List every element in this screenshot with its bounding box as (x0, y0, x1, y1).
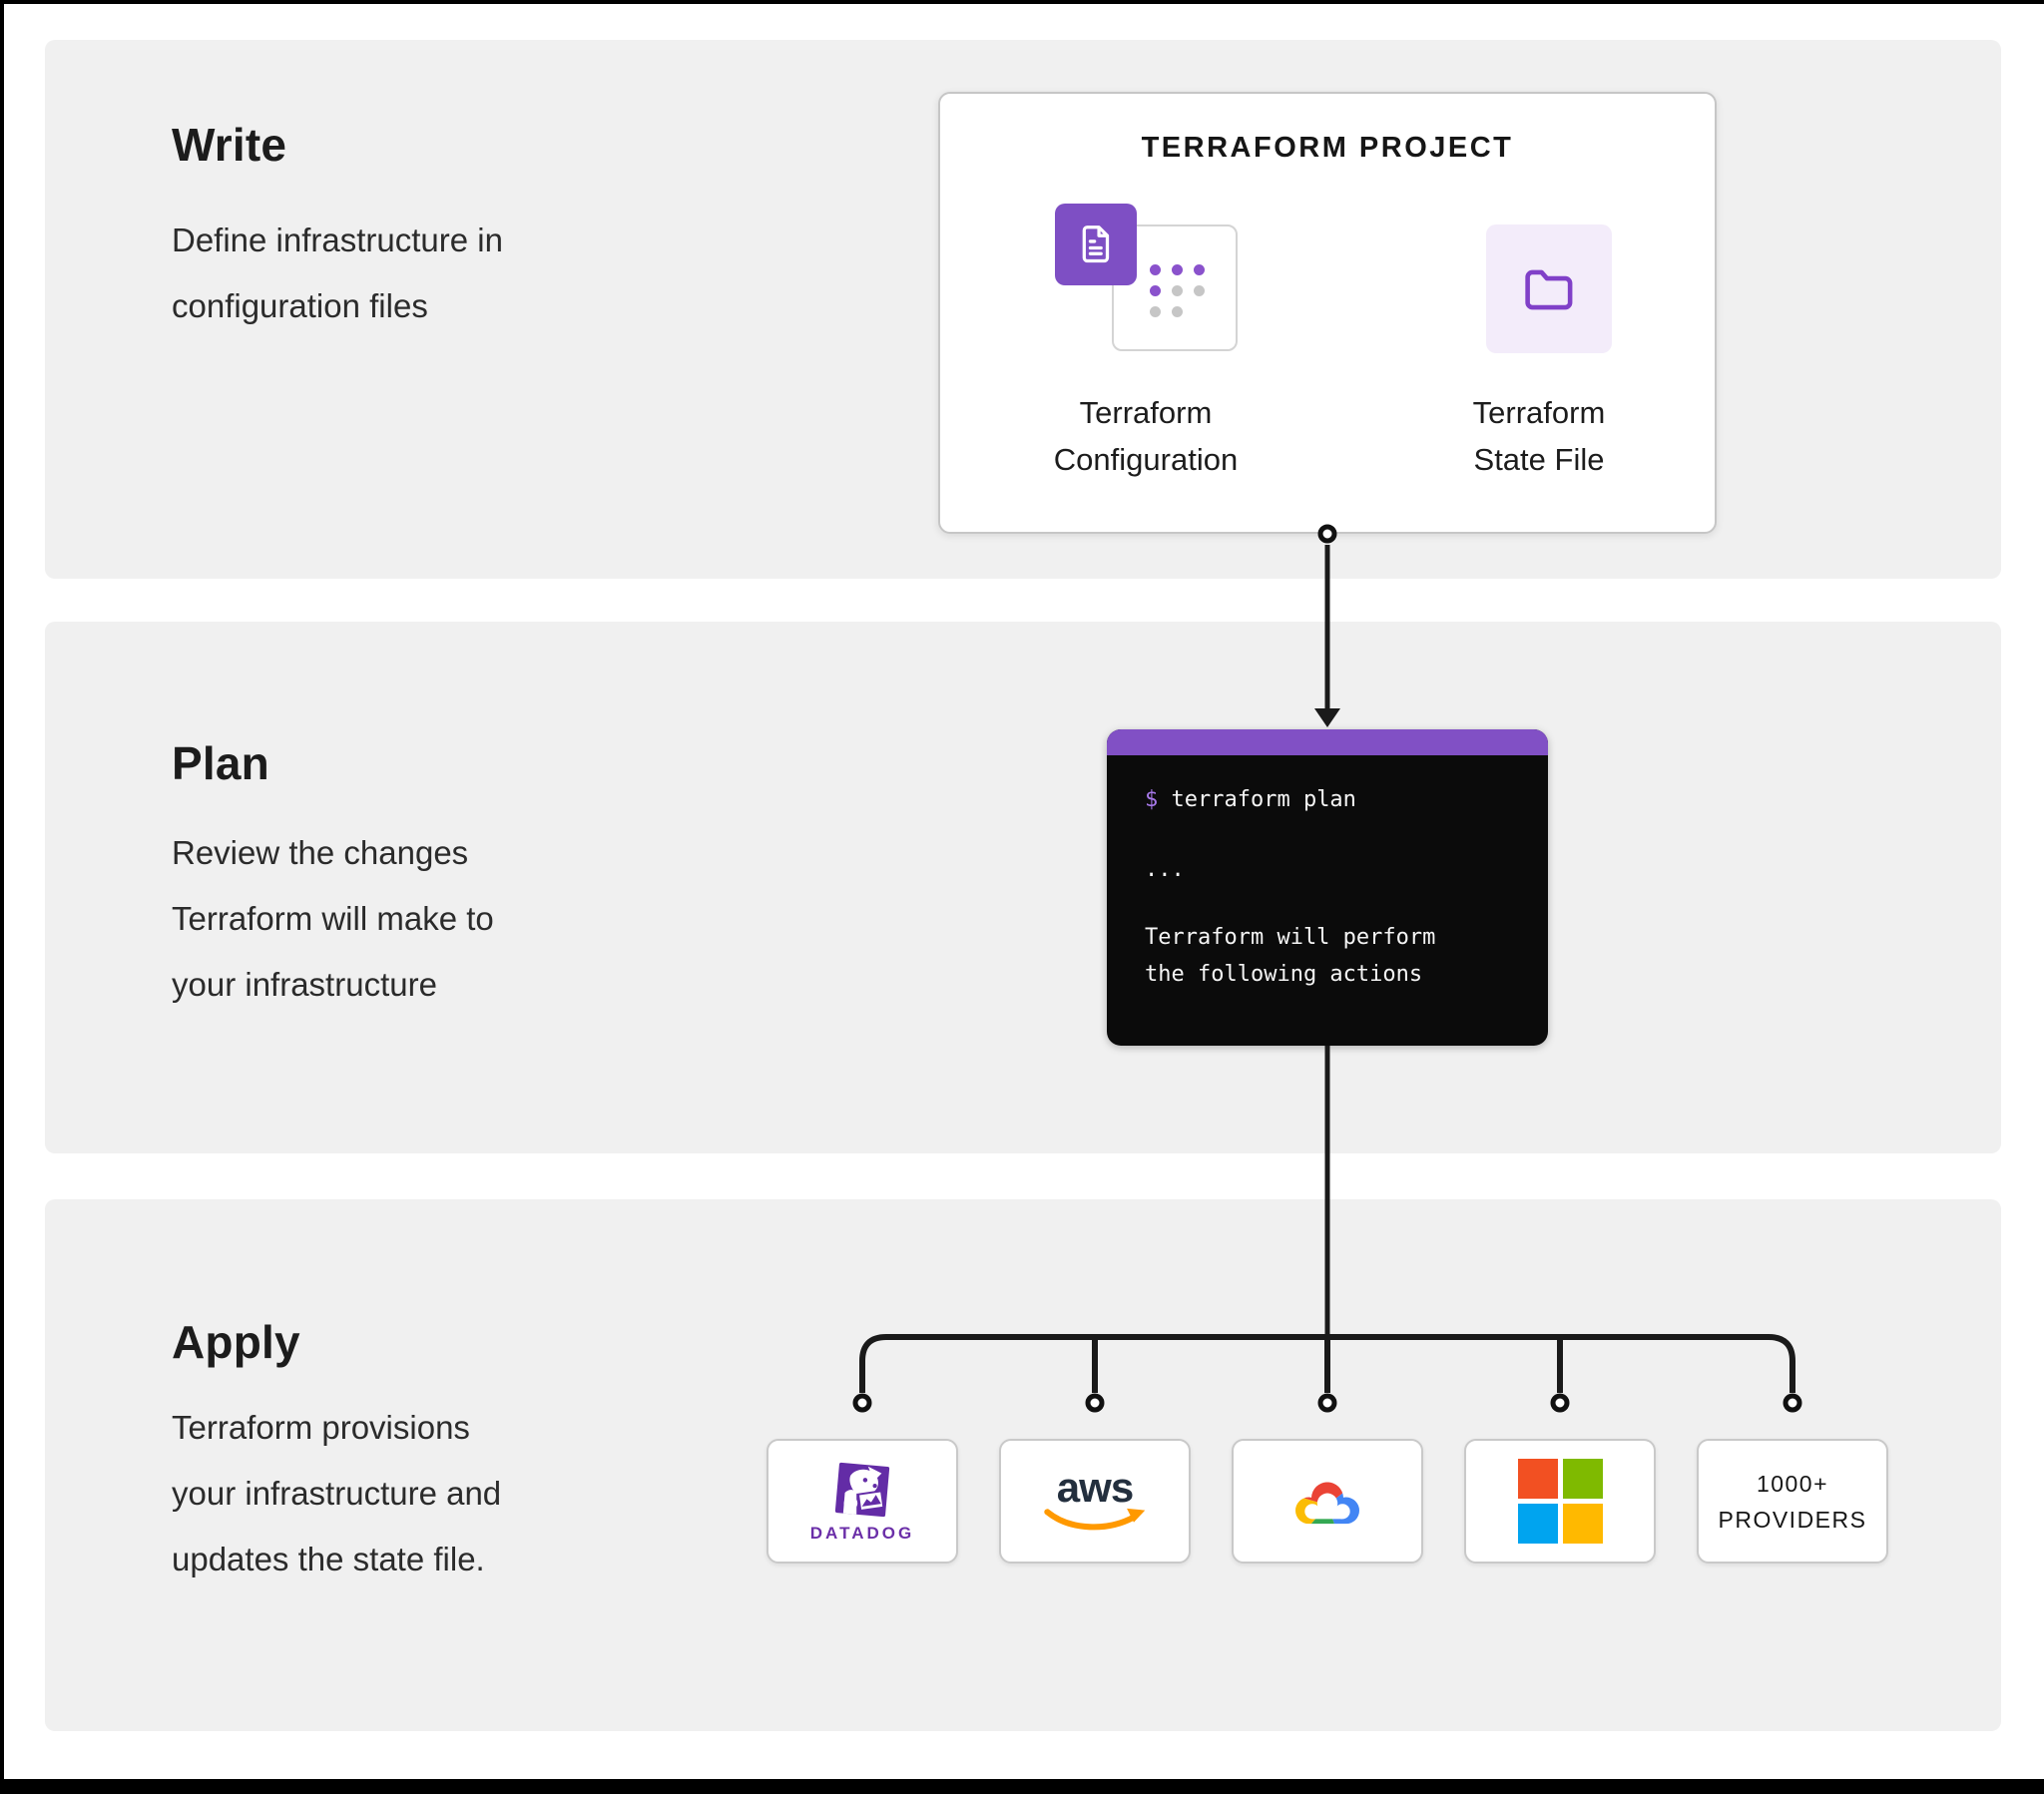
provider-card-microsoft (1464, 1439, 1656, 1564)
provider-card-aws: aws (999, 1439, 1191, 1564)
plan-description: Review the changes Terraform will make t… (172, 820, 494, 1018)
ms-square-yellow (1562, 1504, 1603, 1544)
grid-dot (1150, 306, 1161, 317)
configuration-label-line: Terraform (1079, 395, 1213, 430)
terminal-command-line: $ terraform plan (1145, 787, 1356, 812)
more-providers-count: 1000+ (1756, 1470, 1829, 1497)
ms-square-red (1517, 1459, 1558, 1499)
gcp-inner-cloud (1304, 1493, 1350, 1519)
project-card-title: TERRAFORM PROJECT (1141, 132, 1514, 164)
configuration-label: Terraform Configuration (1001, 389, 1290, 483)
configuration-grid-card (1112, 224, 1238, 351)
plan-title: Plan (172, 737, 269, 789)
plan-desc-line: Review the changes (172, 834, 469, 871)
folder-icon (1525, 269, 1573, 309)
grid-dot (1172, 285, 1183, 296)
more-providers-word: PROVIDERS (1718, 1506, 1867, 1533)
left-border (0, 0, 4, 1794)
google-cloud-logo (1295, 1481, 1359, 1524)
microsoft-logo (1517, 1459, 1603, 1544)
configuration-label-line: Configuration (1053, 442, 1239, 477)
write-desc-line: Define infrastructure in (172, 222, 503, 258)
terminal-prompt: $ (1145, 787, 1159, 812)
provider-card-datadog: DATADOG (766, 1439, 958, 1564)
bottom-border (0, 1779, 2044, 1794)
write-description: Define infrastructure in configuration f… (172, 208, 503, 339)
apply-description: Terraform provisions your infrastructure… (172, 1395, 501, 1592)
terraform-project-card: TERRAFORM PROJECT Terrafor (938, 92, 1717, 534)
apply-desc-line: updates the state file. (172, 1541, 485, 1577)
terminal-window: $ terraform plan ... Terraform will perf… (1107, 729, 1548, 1046)
apply-desc-line: Terraform provisions (172, 1409, 470, 1446)
terminal-ellipsis: ... (1145, 857, 1185, 882)
plan-desc-line: Terraform will make to (172, 900, 494, 937)
datadog-logo (834, 1462, 890, 1517)
datadog-wordmark: DATADOG (809, 1523, 915, 1543)
write-desc-line: configuration files (172, 287, 428, 324)
apply-desc-line: your infrastructure and (172, 1475, 502, 1512)
ms-square-blue (1517, 1504, 1558, 1544)
terminal-title-bar (1107, 729, 1548, 755)
provider-card-google-cloud (1232, 1439, 1423, 1564)
state-file-label-line: Terraform (1472, 395, 1606, 430)
terminal-command: terraform plan (1158, 787, 1356, 812)
provider-card-more-providers: 1000+ PROVIDERS (1697, 1439, 1888, 1564)
grid-dot (1172, 264, 1183, 275)
state-file-label: Terraform State File (1394, 389, 1684, 483)
terminal-output-line: Terraform will perform (1145, 925, 1436, 950)
document-icon (1082, 225, 1110, 263)
grid-dot (1194, 264, 1205, 275)
top-border (0, 0, 2044, 4)
state-file-badge (1486, 224, 1612, 353)
grid-dot (1150, 264, 1161, 275)
grid-dot (1194, 285, 1205, 296)
terminal-output-line: the following actions (1145, 962, 1423, 987)
ms-square-green (1562, 1459, 1603, 1499)
aws-logo (1044, 1508, 1146, 1530)
configuration-file-badge (1055, 204, 1137, 285)
plan-desc-line: your infrastructure (172, 966, 437, 1003)
grid-dot (1172, 306, 1183, 317)
plan-panel (45, 622, 2001, 1153)
state-file-label-line: State File (1473, 442, 1605, 477)
aws-wordmark: aws (1056, 1463, 1134, 1511)
write-title: Write (172, 119, 287, 171)
more-providers-label: 1000+ PROVIDERS (1719, 1466, 1867, 1538)
grid-dot (1150, 285, 1161, 296)
apply-title: Apply (172, 1316, 300, 1368)
